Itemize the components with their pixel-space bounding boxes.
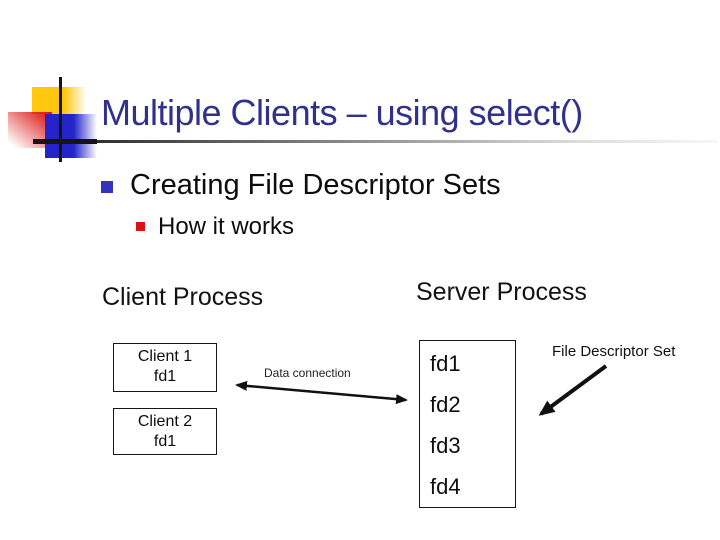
client-process-label: Client Process: [102, 283, 264, 311]
data-connection-arrow: [235, 380, 408, 405]
fd-entry: fd2: [430, 391, 461, 417]
fd-entry: fd1: [430, 350, 461, 376]
title-underline-rule: [35, 140, 718, 143]
bullet-level2-text: How it works: [158, 213, 295, 240]
fd-entry: fd3: [430, 432, 461, 458]
bullet-square-icon: [101, 181, 113, 193]
server-process-label: Server Process: [416, 278, 587, 306]
bullet-square-icon: [136, 222, 145, 231]
decoration-vertical-line: [59, 77, 62, 162]
client2-box: Client 2 fd1: [113, 408, 217, 455]
data-connection-label: Data connection: [264, 366, 351, 380]
file-descriptor-set-label: File Descriptor Set: [552, 343, 676, 360]
client1-fd: fd1: [153, 368, 177, 385]
client1-name: Client 1: [137, 348, 193, 365]
decoration-horizontal-line: [33, 139, 97, 144]
decoration-blue-square: [45, 114, 97, 158]
file-descriptor-set-arrow: [538, 364, 608, 416]
slide-title: Multiple Clients – using select(): [101, 92, 583, 133]
server-fd-set-box: fd1 fd2 fd3 fd4: [419, 340, 516, 508]
client2-fd: fd1: [153, 433, 177, 450]
bullet-level1-text: Creating File Descriptor Sets: [130, 169, 501, 201]
client2-name: Client 2: [137, 413, 193, 430]
client1-box: Client 1 fd1: [113, 343, 217, 392]
fd-entry: fd4: [430, 473, 461, 499]
decoration-yellow-square: [32, 87, 85, 114]
